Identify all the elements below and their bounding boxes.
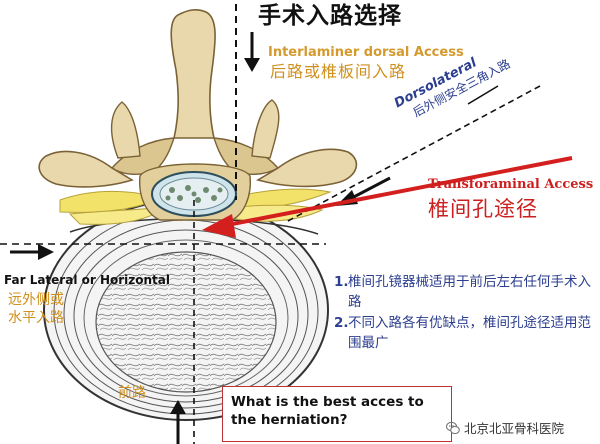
interlaminar-label-en: Interlaminer dorsal Access [268,45,464,60]
watermark-text: 北京北亚骨科医院 [464,421,565,436]
nucleus-pulposus [95,251,277,393]
anterior-arrow [170,400,186,414]
note-item: 2. 不同入路各有优缺点，椎间孔途径适用范围最广 [334,313,596,354]
anterior-label: 前路 [118,385,146,401]
far-lateral-label-zh: 远外侧或 水平入路 [8,292,64,327]
dorsolateral-lead [467,85,499,105]
interlaminar-label-zh: 后路或椎板间入路 [270,62,407,81]
notes-list: 1. 椎间孔镜器械适用于前后左右任何手术入路 2. 不同入路各有优缺点，椎间孔途… [334,272,596,353]
transforaminal-label-zh: 椎间孔途径 [428,197,538,221]
note-item: 1. 椎间孔镜器械适用于前后左右任何手术入路 [334,272,596,313]
dorsolateral-path [285,85,541,223]
far-lateral-label-zh-line1: 远外侧或 [8,292,64,308]
far-lateral-label-zh-line2: 水平入路 [8,309,64,326]
watermark: 北京北亚骨科医院 [446,418,564,437]
note-text: 椎间孔镜器械适用于前后左右任何手术入路 [348,274,591,311]
far-lateral-arrow [38,244,54,260]
note-number: 2. [334,314,349,331]
note-number: 1. [334,274,349,290]
page-title: 手术入路选择 [258,3,402,29]
wechat-icon [446,421,460,434]
far-lateral-label-en: Far Lateral or Horizontal [4,273,170,287]
dural-sac [151,171,237,217]
interlaminar-arrow [244,58,260,72]
question-box: What is the best acces to the herniation… [222,386,452,442]
note-text: 不同入路各有优缺点，椎间孔途径适用范围最广 [348,314,591,351]
transforaminal-label-en: Transforaminal Access [428,177,594,192]
access-lines [0,4,541,444]
nerve-roots [59,188,332,225]
transforaminal-arrow [202,156,573,238]
